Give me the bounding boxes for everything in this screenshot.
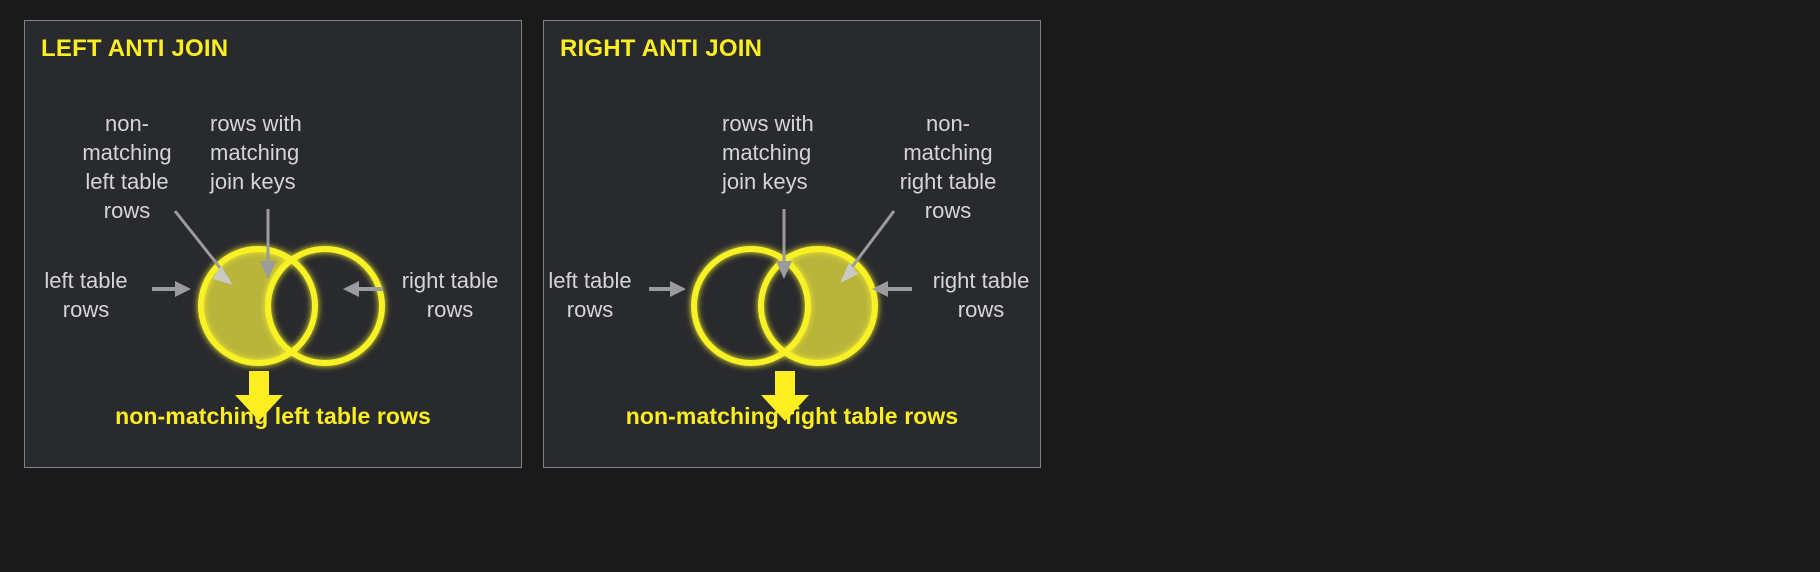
panel-caption: non-matching left table rows: [115, 403, 431, 429]
label-matching-join-keys: rows with matching join keys: [210, 111, 302, 194]
panel-right-anti-join: RIGHT ANTI JOIN: [543, 20, 1041, 468]
venn-fill-left-only: [201, 249, 315, 363]
arrow-down-icon: [776, 209, 792, 279]
label-left-table-rows: left table rows: [44, 268, 128, 322]
panel-title: LEFT ANTI JOIN: [41, 35, 229, 62]
label-matching-join-keys: rows with matching join keys: [722, 111, 814, 194]
label-right-table-rows: right table rows: [401, 268, 499, 322]
arrow-down-icon: [260, 209, 276, 279]
label-right-table-rows: right table rows: [932, 268, 1030, 322]
venn-diagram-left: [25, 21, 521, 467]
panel-left-anti-join: LEFT ANTI JOIN: [24, 20, 522, 468]
venn-outlines: [198, 246, 385, 366]
arrow-right-icon: [152, 281, 191, 297]
panel-caption: non-matching right table rows: [625, 403, 959, 429]
label-left-table-rows: left table rows: [548, 268, 632, 322]
arrow-left-icon: [872, 281, 912, 297]
label-non-matching-right-rows: non- matching right table rows: [899, 111, 997, 223]
venn-diagram-right: [544, 21, 1040, 467]
label-non-matching-left-rows: non- matching left table rows: [82, 111, 172, 223]
arrow-right-icon: [649, 281, 686, 297]
venn-outlines: [691, 246, 878, 366]
arrow-left-icon: [343, 281, 383, 297]
venn-fill-right-only: [761, 249, 875, 363]
panel-title: RIGHT ANTI JOIN: [560, 35, 763, 62]
